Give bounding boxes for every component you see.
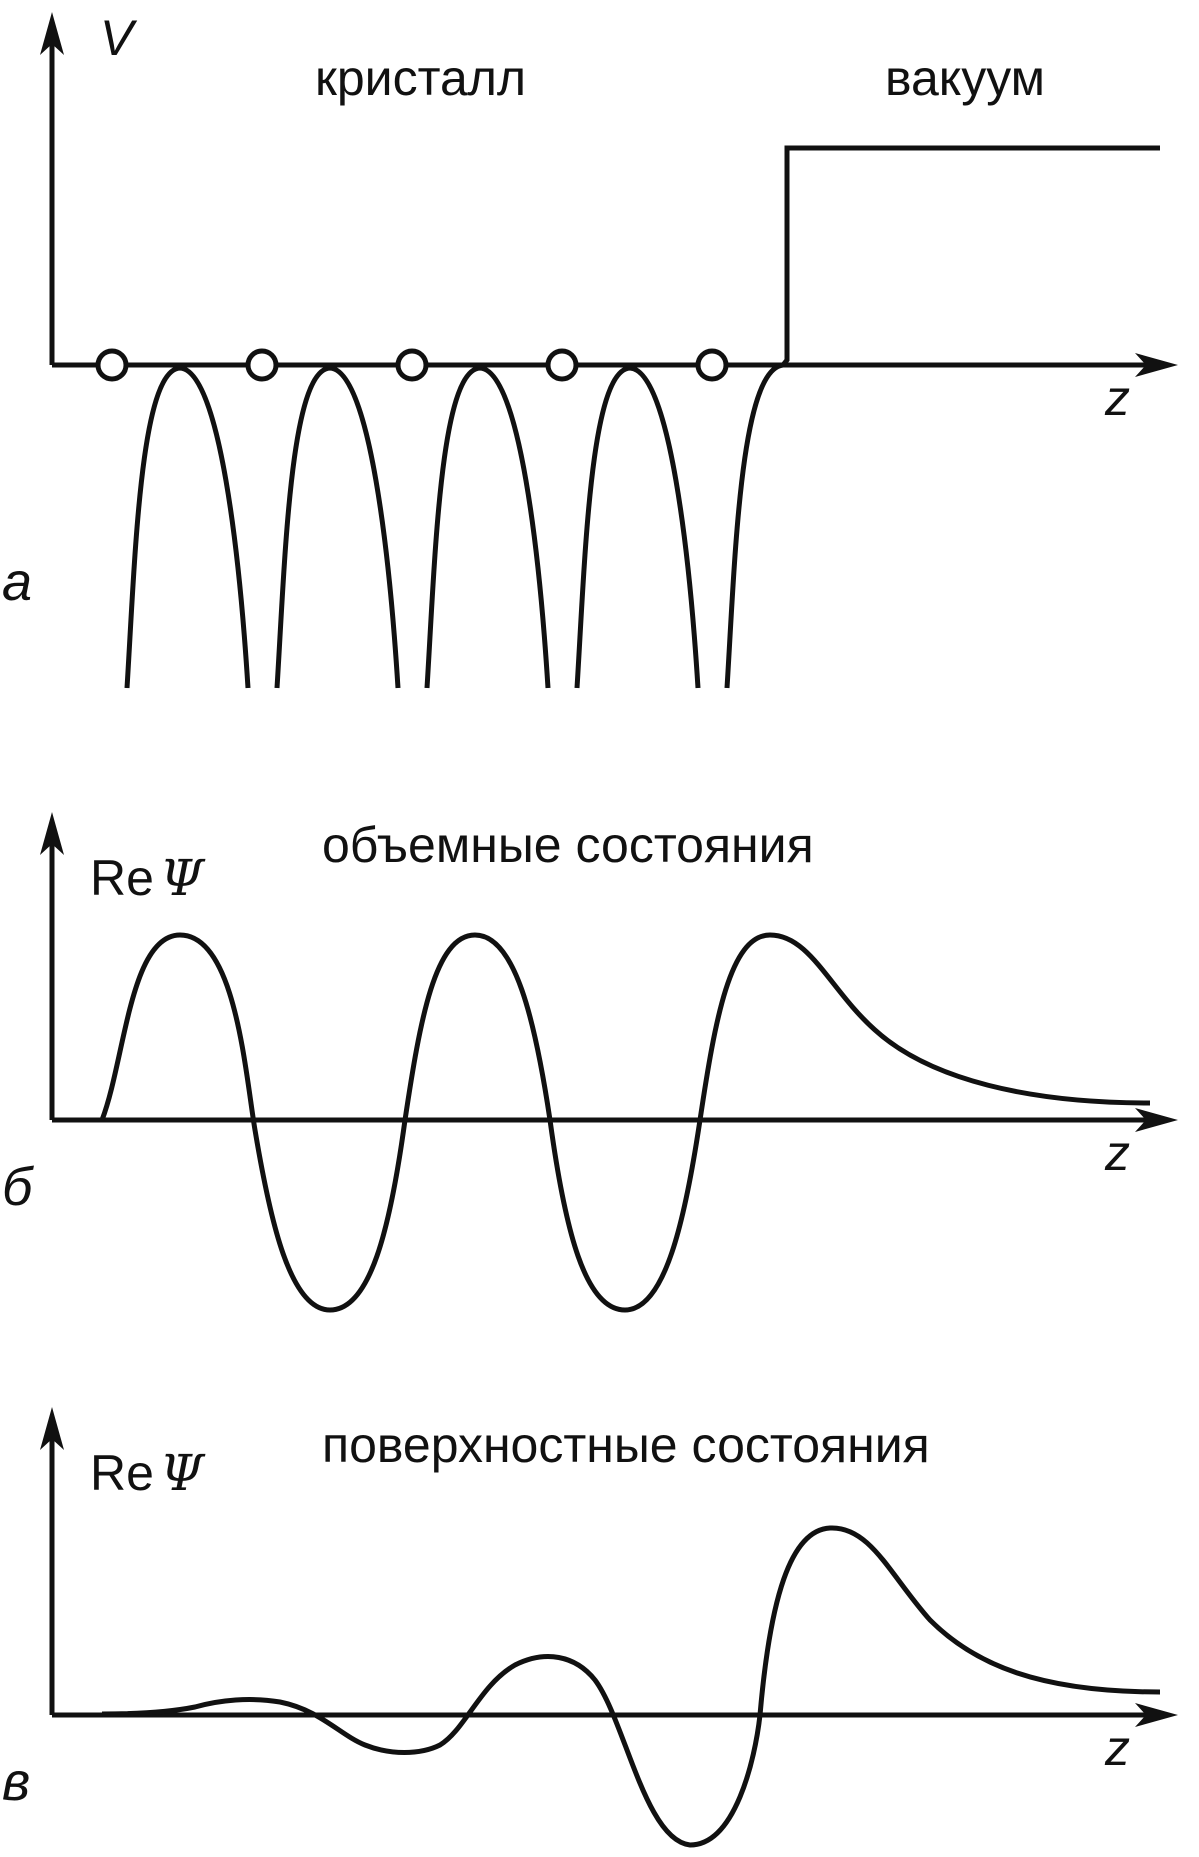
region-vacuum-label: вакуум: [885, 50, 1045, 106]
panel-a-y-arrow: [40, 12, 64, 55]
panel-a: [40, 12, 1178, 689]
panel-b: [40, 812, 1178, 1313]
surface-state-wave: [101, 1525, 1161, 1848]
potential-well: [574, 365, 701, 689]
panel-a-y-label: V: [100, 10, 138, 66]
potential-well: [274, 365, 401, 689]
panel-b-y-arrow: [40, 812, 64, 855]
panel-b-letter: б: [2, 1157, 34, 1217]
panel-c-letter: в: [2, 1752, 30, 1812]
potential-well-edge: [724, 362, 784, 689]
panel-b-title: объемные состояния: [322, 817, 814, 873]
surface-barrier: [781, 145, 1160, 367]
psi-symbol: Ψ: [160, 849, 206, 907]
atom-circle: [245, 348, 279, 382]
panel-c-title: поверхностные состояния: [322, 1417, 930, 1473]
panel-c: [40, 1407, 1178, 1848]
panel-b-x-label: z: [1104, 1125, 1130, 1181]
atom-circle: [395, 348, 429, 382]
panel-c-y-arrow: [40, 1407, 64, 1450]
potential-well: [124, 365, 251, 689]
panel-c-y-label: Re: [90, 1445, 154, 1501]
panel-c-x-label: z: [1104, 1720, 1130, 1776]
panel-a-x-label: z: [1104, 370, 1130, 426]
potential-well: [424, 365, 551, 689]
atom-circle: [95, 348, 129, 382]
psi-symbol: Ψ: [160, 1444, 206, 1502]
atom-circle: [545, 348, 579, 382]
bulk-state-wave: [99, 932, 1151, 1313]
region-crystal-label: кристалл: [315, 50, 526, 106]
panel-b-x-arrow: [1135, 1108, 1178, 1132]
panel-a-letter: а: [2, 552, 32, 612]
panel-a-x-arrow: [1135, 353, 1178, 377]
panel-c-x-arrow: [1135, 1703, 1178, 1727]
panel-b-y-label: Re: [90, 850, 154, 906]
atom-circle: [695, 348, 729, 382]
